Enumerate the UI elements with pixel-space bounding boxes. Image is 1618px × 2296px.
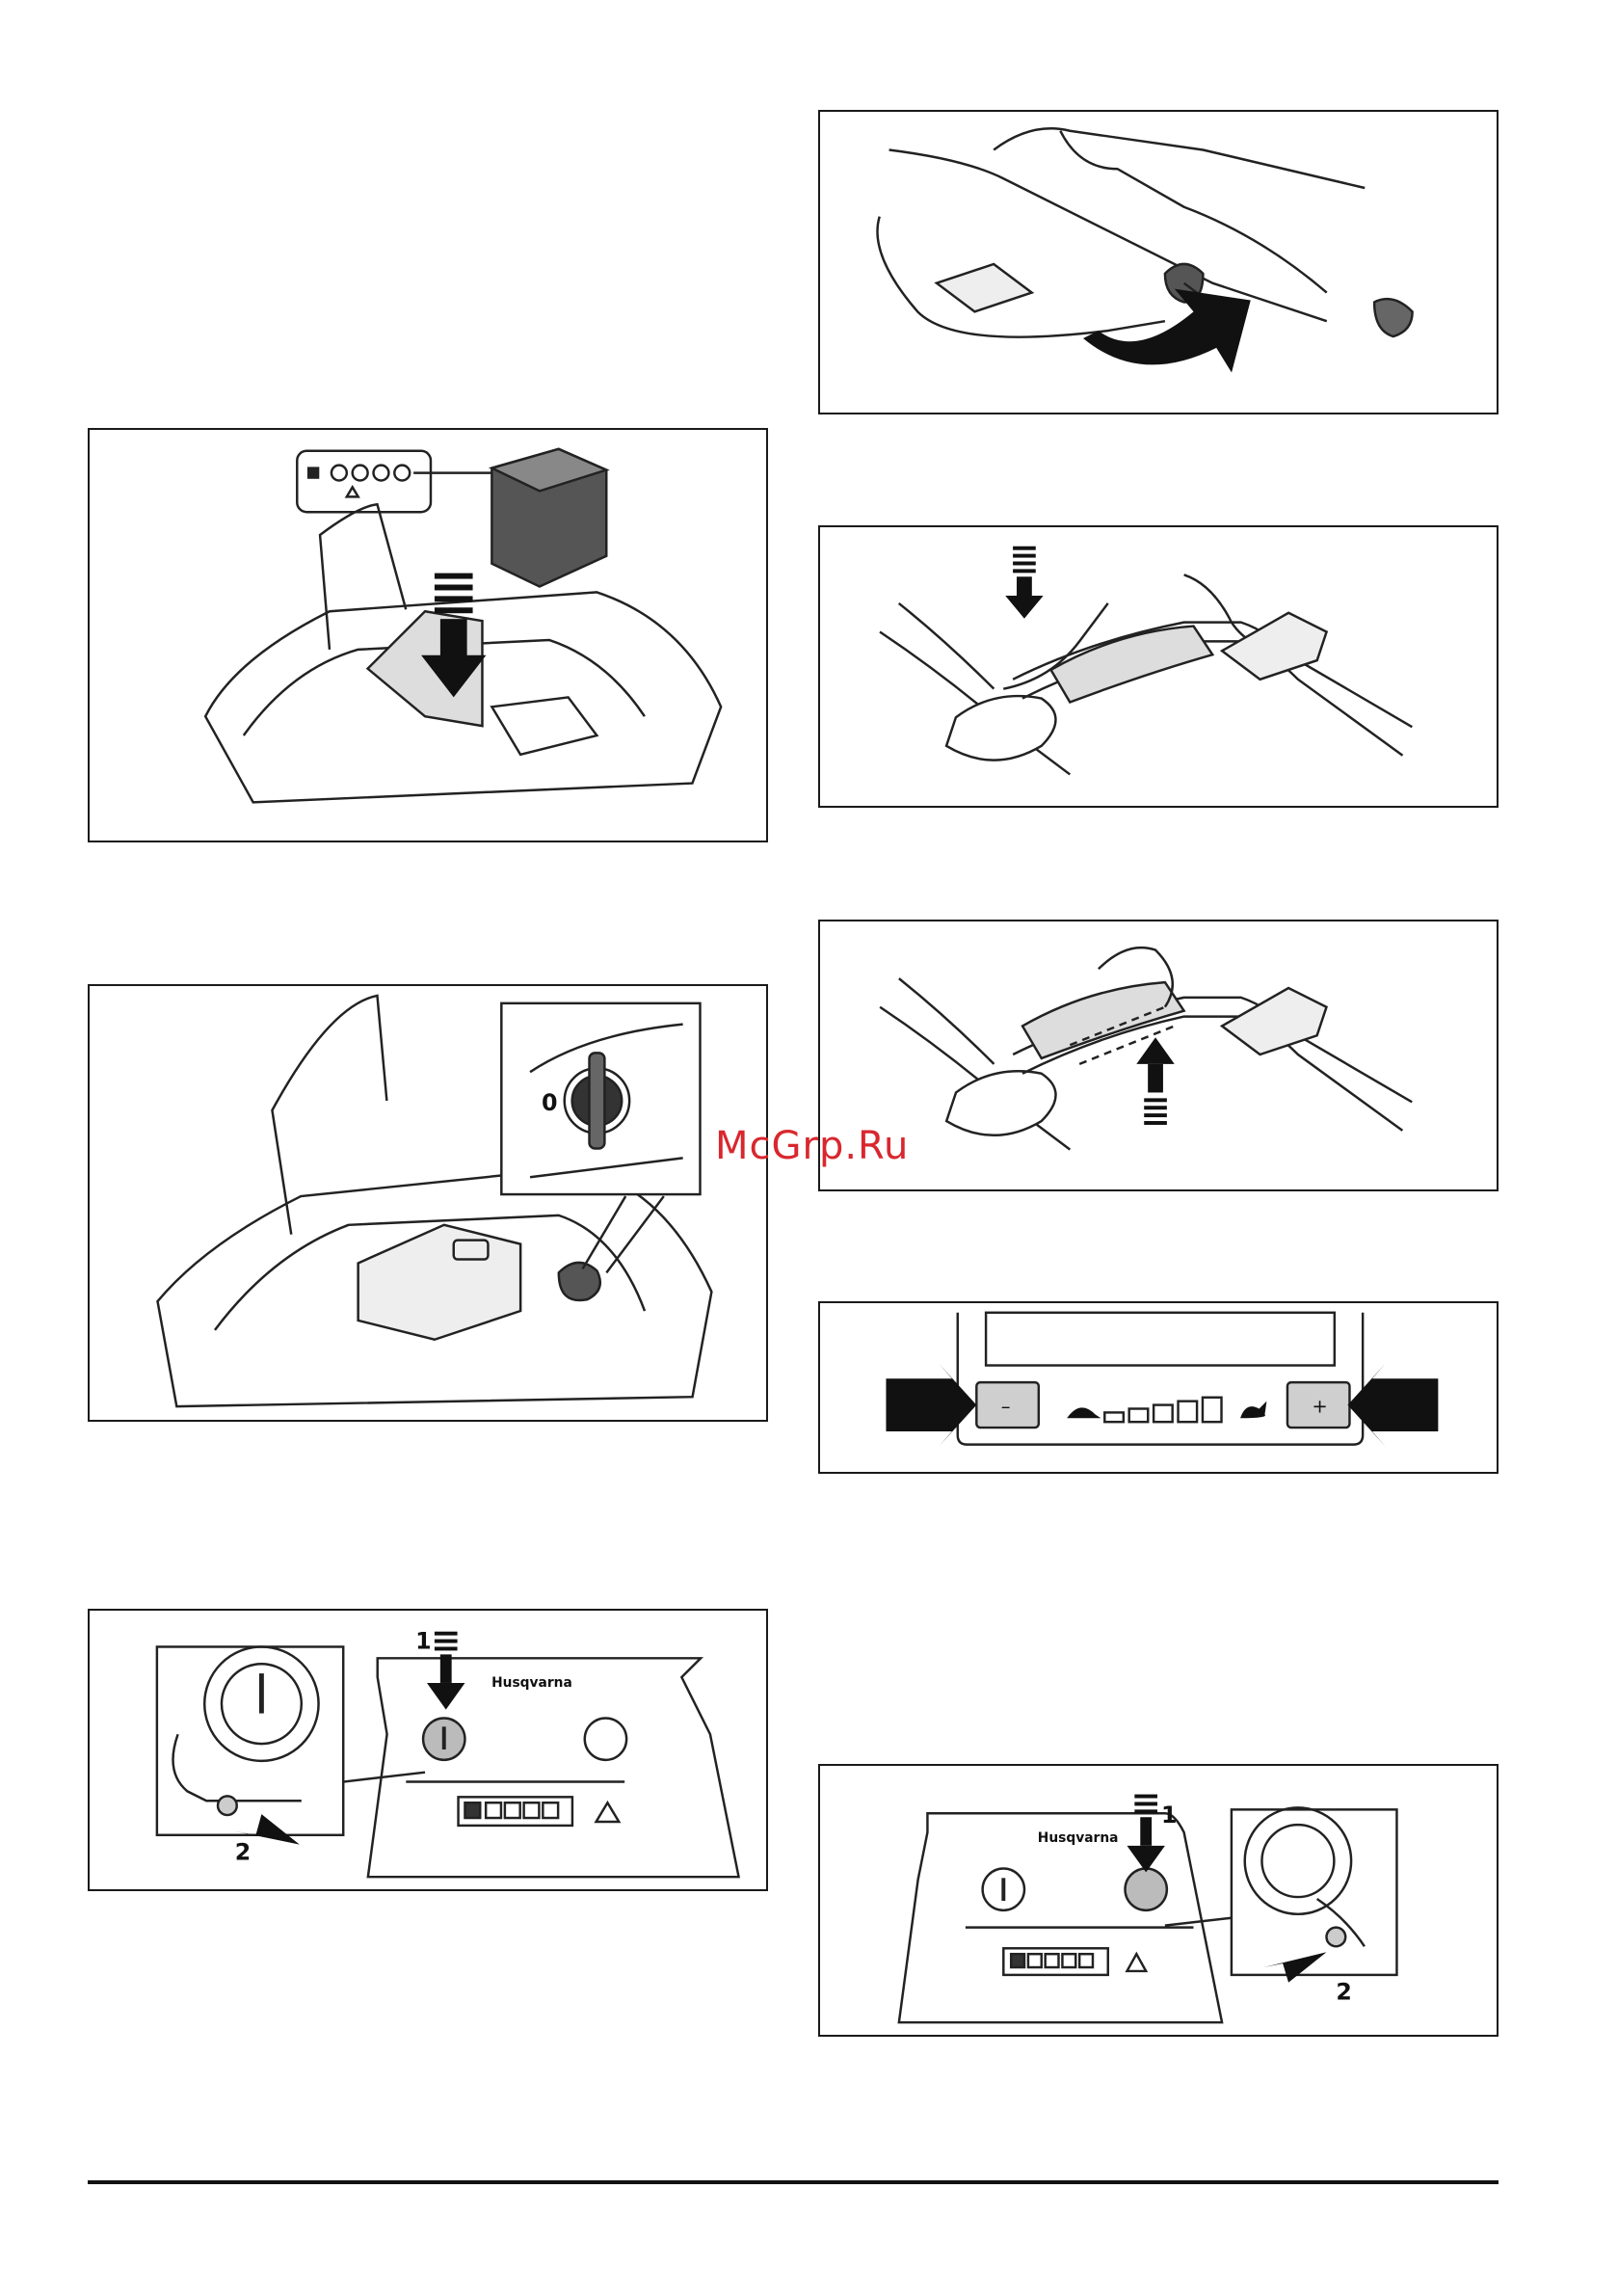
- handle-adjust-icon: [820, 112, 1497, 413]
- figure-eco-button: Husqvarna 1 2: [818, 1764, 1499, 2037]
- figure-key-insert: 0: [88, 984, 768, 1422]
- speed-increase-button[interactable]: +: [1312, 1395, 1327, 1417]
- callout-1: 1: [1161, 1802, 1177, 1829]
- brand-label: Husqvarna: [1038, 1830, 1119, 1846]
- footer-rule: [88, 2180, 1499, 2184]
- callout-2: 2: [1336, 1979, 1351, 2006]
- eco-button-icon: Husqvarna 1 2: [820, 1766, 1497, 2035]
- figure-power-button: Husqvarna 1 2: [88, 1609, 768, 1891]
- press-down-icon: [820, 527, 1497, 806]
- callout-2: 2: [235, 1838, 251, 1865]
- speed-decrease-button[interactable]: –: [1001, 1395, 1011, 1417]
- key-position-label: 0: [542, 1089, 558, 1116]
- safety-key-icon: 0: [90, 986, 766, 1420]
- callout-1: 1: [415, 1627, 431, 1654]
- brand-label: Husqvarna: [491, 1675, 572, 1691]
- power-button-icon: Husqvarna 1 2: [90, 1611, 766, 1889]
- figure-handle-fold: [818, 110, 1499, 414]
- figure-handle-press: [818, 525, 1499, 808]
- figure-battery-insert: [88, 428, 768, 842]
- speed-control-icon: – +: [820, 1303, 1497, 1472]
- figure-handle-release: [818, 920, 1499, 1191]
- figure-speed-panel: – +: [818, 1301, 1499, 1474]
- lift-up-icon: [820, 921, 1497, 1189]
- watermark: McGrp.Ru: [715, 1124, 909, 1168]
- battery-insert-icon: [90, 430, 766, 841]
